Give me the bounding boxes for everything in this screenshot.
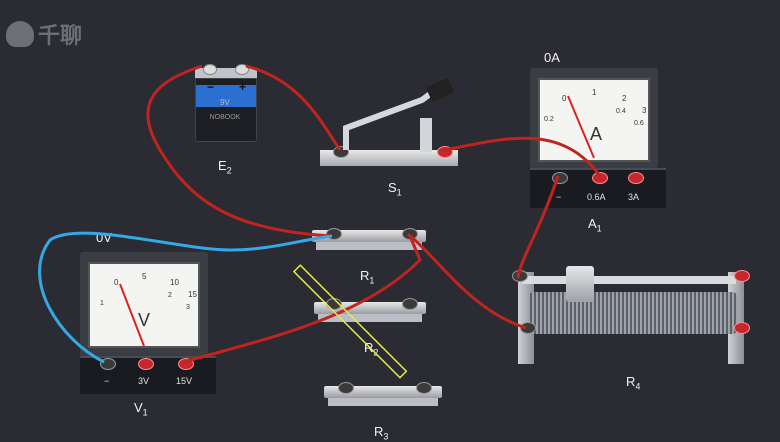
watermark-text: 千聊 bbox=[38, 23, 83, 48]
wire-ammeter-to-rheostat[interactable] bbox=[516, 175, 560, 279]
watermark: 千聊 bbox=[6, 18, 82, 50]
voltmeter-terminal-label-3v: 3V bbox=[138, 376, 150, 386]
rheostat-terminal-top-right[interactable] bbox=[734, 270, 750, 282]
cat-logo-icon bbox=[6, 21, 34, 47]
battery-e2[interactable]: − + 9V NOBOOK bbox=[195, 64, 257, 144]
switch-handle[interactable] bbox=[426, 78, 455, 103]
switch-base[interactable] bbox=[320, 150, 458, 166]
wire-battery-to-r1[interactable] bbox=[146, 64, 331, 238]
resistor-r3-base bbox=[328, 398, 438, 406]
voltmeter-scale-low-3: 3 bbox=[186, 304, 190, 311]
ammeter-terminal-label-3a: 3A bbox=[628, 192, 640, 202]
wire-voltmeter-to-r1-blue[interactable] bbox=[38, 231, 333, 364]
ammeter-scale-2: 2 bbox=[622, 94, 627, 103]
voltmeter-scale-10: 10 bbox=[170, 278, 179, 287]
battery-band bbox=[196, 85, 256, 107]
rheostat-coil[interactable] bbox=[528, 292, 738, 334]
resistor-r3-terminal-left[interactable] bbox=[338, 382, 354, 394]
voltmeter-terminal-label-15v: 15V bbox=[176, 376, 193, 386]
ammeter-face: A 0 1 2 3 0.2 0.4 0.6 bbox=[538, 78, 650, 162]
ammeter-scale-0: 0 bbox=[562, 94, 567, 103]
ammeter-terminal-3a[interactable] bbox=[628, 172, 644, 184]
battery-body bbox=[195, 78, 257, 142]
ammeter-scale-low-3: 0.6 bbox=[634, 120, 644, 127]
battery-minus-sign: − bbox=[207, 80, 215, 94]
ammeter-scale-3: 3 bbox=[642, 106, 647, 115]
resistor-r3-terminal-right[interactable] bbox=[416, 382, 432, 394]
rheostat-label: R4 bbox=[626, 374, 641, 392]
battery-plus-sign: + bbox=[239, 80, 247, 94]
voltmeter-label: V1 bbox=[134, 400, 148, 418]
rheostat-rail bbox=[522, 276, 736, 284]
switch-label: S1 bbox=[388, 180, 402, 198]
resistor-r1-label: R1 bbox=[360, 268, 375, 286]
ammeter-terminal-0-6a[interactable] bbox=[592, 172, 608, 184]
battery-label: E2 bbox=[218, 158, 232, 176]
rheostat-terminal-bottom-left[interactable] bbox=[520, 322, 536, 334]
wire-r1-to-rheostat[interactable] bbox=[407, 232, 527, 330]
battery-brand: NOBOOK bbox=[209, 114, 241, 121]
voltmeter-terminal-3v[interactable] bbox=[138, 358, 154, 370]
voltmeter-unit: V bbox=[138, 310, 151, 330]
switch-clip bbox=[420, 118, 432, 152]
voltmeter-scale-5: 5 bbox=[142, 272, 147, 281]
resistor-r2-base bbox=[318, 314, 422, 322]
ammeter-needle bbox=[567, 95, 595, 159]
voltmeter-face: V 0 5 10 15 1 2 3 bbox=[88, 262, 200, 348]
ammeter-label: A1 bbox=[588, 216, 602, 234]
resistor-r2-terminal-right[interactable] bbox=[402, 298, 418, 310]
voltmeter-needle bbox=[119, 283, 145, 347]
ammeter-reading: 0A bbox=[544, 50, 560, 65]
rheostat-terminal-bottom-right[interactable] bbox=[734, 322, 750, 334]
ammeter-terminal-label-0-6a: 0.6A bbox=[587, 192, 606, 202]
ammeter-scale-1: 1 bbox=[592, 88, 597, 97]
voltmeter-scale-low-1: 1 bbox=[100, 300, 104, 307]
wire-battery-to-switch[interactable] bbox=[245, 64, 342, 151]
resistor-r1-base bbox=[316, 242, 422, 250]
selection-highlight[interactable] bbox=[292, 264, 408, 379]
ammeter-unit: A bbox=[590, 124, 603, 144]
voltmeter-scale-15: 15 bbox=[188, 290, 197, 299]
ammeter-scale-low-2: 0.4 bbox=[616, 108, 626, 115]
wire-switch-to-ammeter[interactable] bbox=[443, 136, 602, 177]
resistor-r3-label: R3 bbox=[374, 424, 389, 442]
battery-terminal-positive[interactable] bbox=[235, 64, 249, 75]
rheostat-slider[interactable] bbox=[566, 266, 594, 302]
voltmeter-scale-0: 0 bbox=[114, 278, 119, 287]
ammeter-terminal-label-negative: − bbox=[556, 192, 562, 202]
voltmeter-scale-low-2: 2 bbox=[168, 292, 172, 299]
voltmeter-terminal-label-negative: − bbox=[104, 376, 110, 386]
switch-lever[interactable] bbox=[343, 85, 440, 150]
battery-terminal-negative[interactable] bbox=[203, 64, 217, 75]
ammeter-scale-low-1: 0.2 bbox=[544, 116, 554, 123]
wire-voltmeter-to-r1[interactable] bbox=[183, 235, 422, 364]
battery-voltage: 9V bbox=[220, 98, 230, 107]
